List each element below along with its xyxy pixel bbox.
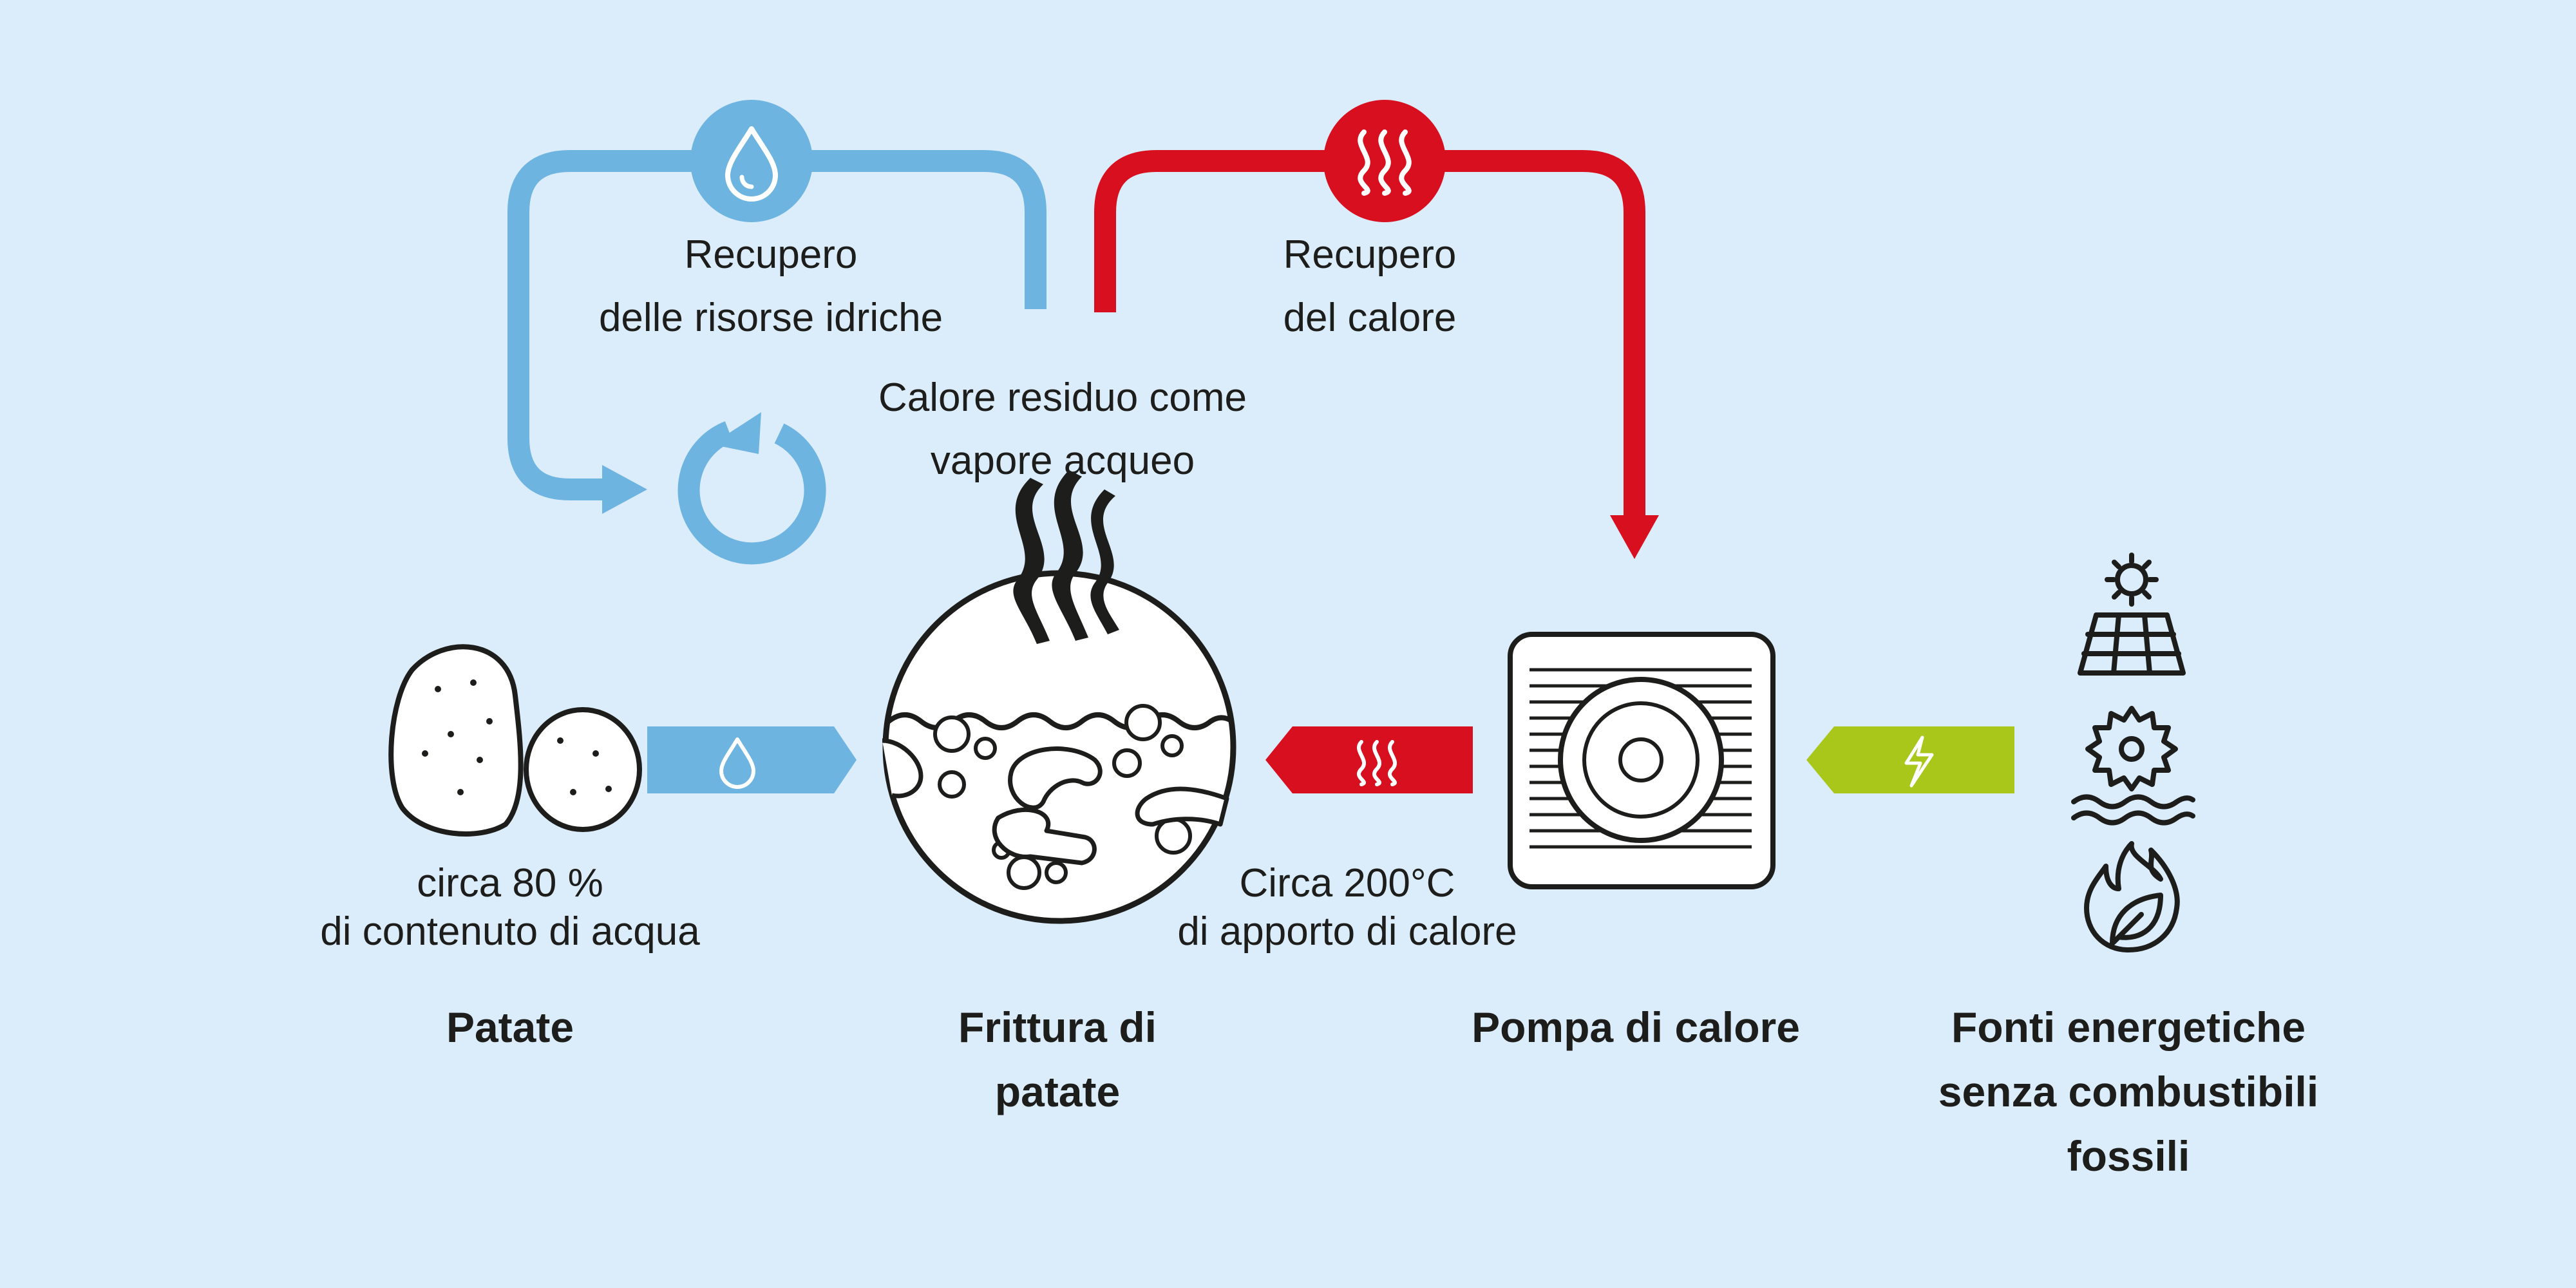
water-drop-icon [719,737,755,789]
heat-loop-arrowhead [1610,515,1659,559]
frying-title-line1: Frittura di [958,1003,1157,1051]
energy-title-line3: fossili [2067,1132,2190,1180]
steam-icon [1013,470,1119,644]
water-loop-arrowhead [602,465,647,514]
potatoes-icon [388,644,642,837]
steam-label-line2: vapore acqueo [931,439,1195,483]
lightning-icon [1904,735,1934,788]
frying-caption-line1: Circa 200°C [1240,861,1455,905]
heat-waves-icon [1357,740,1397,786]
heat-flow-arrow [1265,726,1473,793]
water-drop-icon [690,100,813,222]
frying-pot-icon [882,470,1236,924]
water-recovery-loop: Recupero delle risorse idriche [507,100,1046,565]
water-flow-arrow [647,726,857,793]
electricity-flow-arrow [1806,726,2014,793]
heat-recovery-label-line2: del calore [1283,296,1457,340]
recycle-arrow-icon [677,412,826,565]
bio-fire-icon [2084,841,2180,952]
potatoes-title: Patate [446,1003,574,1051]
heat-pump-icon [1508,632,1776,889]
potatoes-caption-line2: di contenuto di acqua [320,909,700,954]
hydro-wheel-icon [2071,706,2195,826]
steam-label-line1: Calore residuo come [878,375,1247,420]
heat-pump-title: Pompa di calore [1472,1003,1800,1051]
potatoes-caption-line1: circa 80 % [417,861,603,905]
energy-title-line1: Fonti energetiche [1951,1003,2306,1051]
frying-caption-line2: di apporto di calore [1177,909,1517,954]
water-recovery-label-line1: Recupero [685,232,858,277]
heat-recovery-label-line1: Recupero [1283,232,1457,277]
heat-recovery-loop: Recupero del calore [1094,100,1659,559]
energy-title-line2: senza combustibili [1938,1068,2318,1115]
water-recovery-label-line2: delle risorse idriche [599,296,943,340]
solar-panel-icon [2078,553,2186,676]
heat-waves-icon [1323,100,1446,222]
energy-sources-icons [2071,553,2195,952]
water-loop-line [507,150,1046,500]
frying-title-line2: patate [995,1068,1120,1115]
